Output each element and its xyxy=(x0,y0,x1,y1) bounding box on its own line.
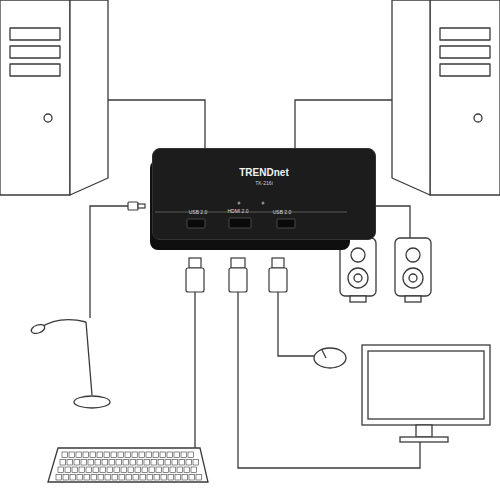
port-label: USB 2.0 xyxy=(273,209,292,215)
port-label: HDMI 2.0 xyxy=(227,208,248,214)
pc-tower-side xyxy=(392,0,430,195)
model-number: TK-216i xyxy=(153,180,375,186)
microphone xyxy=(30,320,110,408)
pc-tower-front xyxy=(430,0,500,195)
pc-tower-front xyxy=(0,0,70,195)
mouse xyxy=(314,348,346,368)
plugs xyxy=(186,258,287,292)
drive-bays xyxy=(440,28,490,122)
keyboard xyxy=(48,448,208,482)
pc-tower-side xyxy=(70,0,108,195)
port-label: USB 2.0 xyxy=(189,209,208,215)
brand-name: TRENDnet xyxy=(153,167,375,178)
drive-bays xyxy=(10,28,60,122)
speakers xyxy=(340,238,431,302)
kvm-ports xyxy=(153,149,349,241)
kvm-switch: TRENDnetTK-216i xyxy=(152,148,376,240)
monitor xyxy=(362,345,490,442)
